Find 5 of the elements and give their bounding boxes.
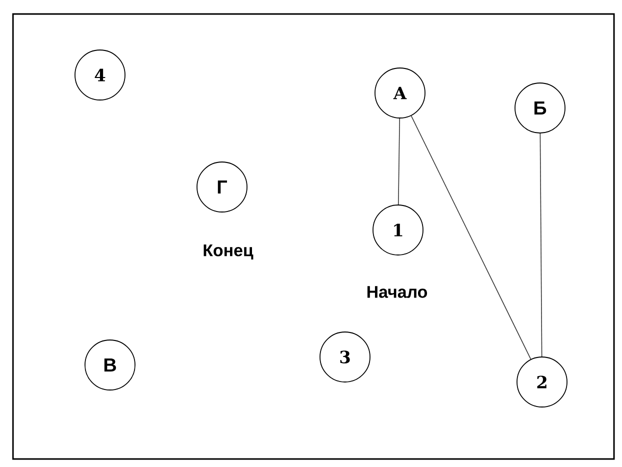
node-caption: Конец [204, 244, 254, 260]
connector-line [398, 118, 400, 205]
connector-line [540, 133, 542, 357]
node-caption: Начало [367, 286, 428, 298]
connector-line [410, 115, 532, 360]
